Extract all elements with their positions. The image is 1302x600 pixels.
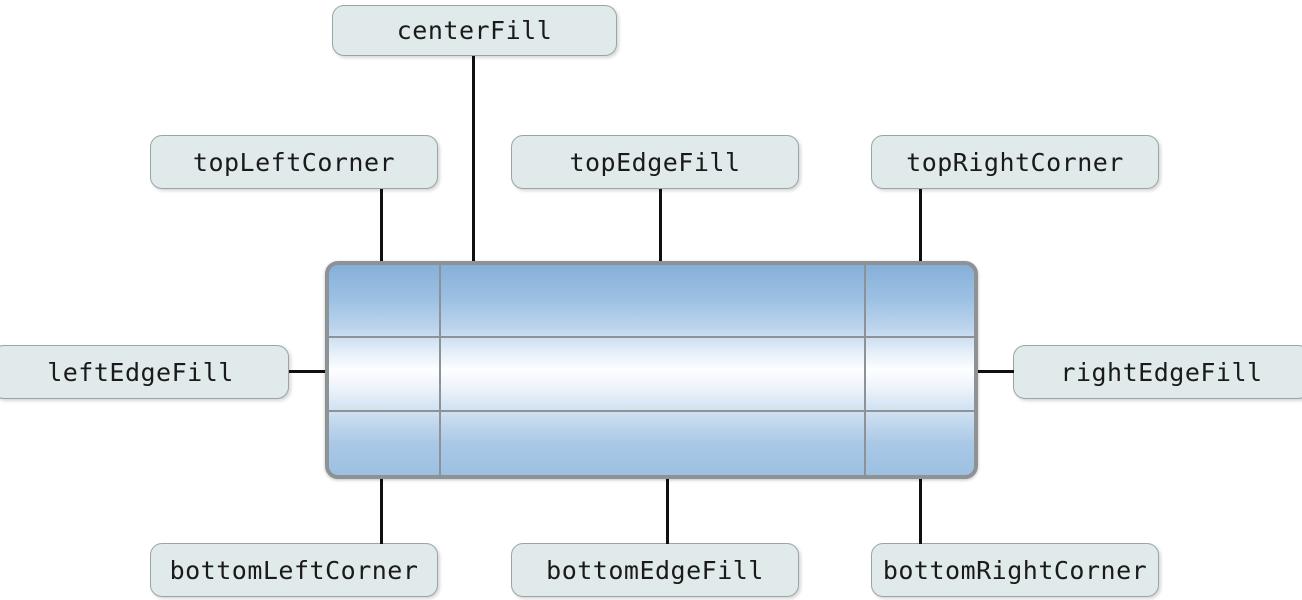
leader-line-leftEdgeFill — [289, 370, 349, 373]
callout-centerFill[interactable]: centerFill — [332, 5, 617, 56]
callout-leftEdgeFill[interactable]: leftEdgeFill — [0, 345, 289, 399]
panel-divider-vertical-right — [864, 265, 866, 475]
callout-topRightCorner[interactable]: topRightCorner — [871, 135, 1159, 189]
callout-label-topRightCorner: topRightCorner — [906, 147, 1124, 177]
callout-label-bottomRightCorner: bottomRightCorner — [882, 555, 1148, 585]
callout-bottomEdgeFill[interactable]: bottomEdgeFill — [511, 543, 799, 597]
panel-divider-horizontal-top — [329, 336, 974, 338]
leader-line-centerFill — [472, 56, 475, 358]
leader-line-bottomRightCorner — [919, 460, 922, 544]
callout-label-centerFill: centerFill — [396, 16, 553, 45]
callout-topLeftCorner[interactable]: topLeftCorner — [150, 135, 438, 189]
panel-divider-vertical-left — [439, 265, 441, 475]
leader-line-topLeftCorner — [380, 189, 383, 281]
leader-line-topEdgeFill — [659, 189, 662, 281]
callout-topEdgeFill[interactable]: topEdgeFill — [511, 135, 799, 189]
leader-line-rightEdgeFill — [954, 370, 1014, 373]
callout-label-bottomEdgeFill: bottomEdgeFill — [546, 555, 764, 585]
callout-bottomRightCorner[interactable]: bottomRightCorner — [871, 543, 1159, 597]
callout-label-topEdgeFill: topEdgeFill — [569, 147, 741, 177]
callout-label-rightEdgeFill: rightEdgeFill — [1060, 357, 1263, 387]
leader-line-topRightCorner — [919, 189, 922, 281]
callout-bottomLeftCorner[interactable]: bottomLeftCorner — [150, 543, 438, 597]
callout-label-topLeftCorner: topLeftCorner — [192, 147, 396, 177]
callout-label-leftEdgeFill: leftEdgeFill — [47, 357, 234, 387]
panel-divider-horizontal-bottom — [329, 410, 974, 412]
leader-line-bottomEdgeFill — [666, 460, 669, 544]
callout-rightEdgeFill[interactable]: rightEdgeFill — [1013, 345, 1302, 399]
callout-label-bottomLeftCorner: bottomLeftCorner — [169, 555, 419, 585]
leader-line-bottomLeftCorner — [380, 460, 383, 544]
nine-patch-panel[interactable] — [325, 261, 978, 479]
panel-gradient-surface — [329, 265, 974, 475]
